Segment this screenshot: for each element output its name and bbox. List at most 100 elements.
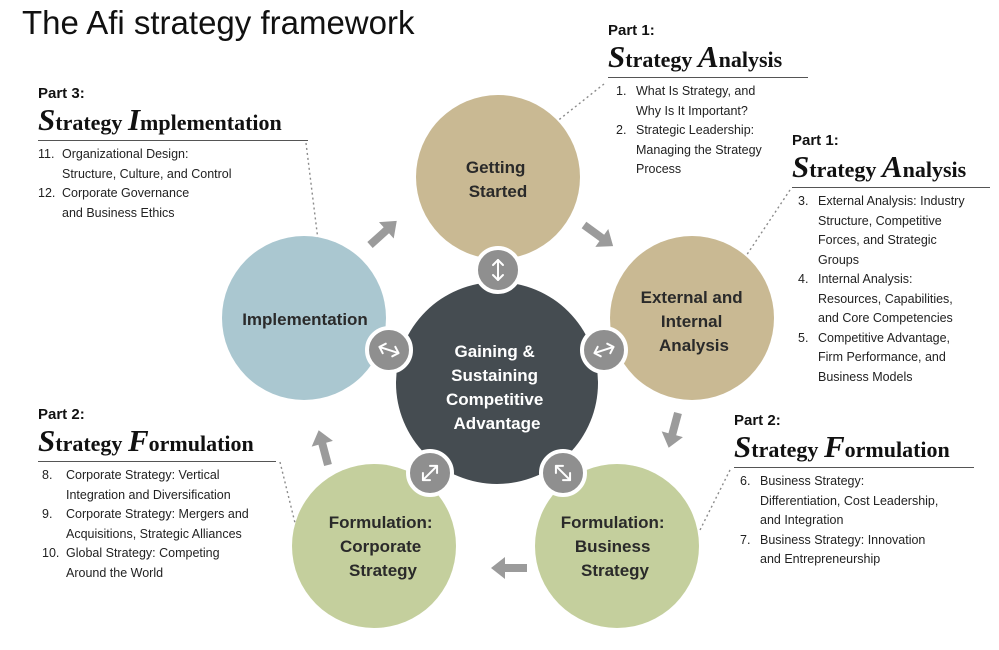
list-item: 2.Strategic Leadership:Managing the Stra… (616, 121, 823, 180)
connector-badges (365, 246, 628, 497)
list-item: 7. Business Strategy: Innovation and Entre… (740, 531, 984, 570)
label-line: Started (469, 182, 528, 201)
item-text: Corporate Strategy: Vertical (66, 468, 220, 482)
list-item: 6.Business Strategy:Differentiation, Cos… (740, 472, 984, 531)
heading-text: trategy (809, 157, 882, 182)
chapter-list: 11.Organizational Design:Structure, Cult… (38, 145, 313, 223)
cycle-arrow-implementation-to-getting-started (367, 220, 397, 248)
item-text: Groups (818, 252, 859, 267)
heading-initial: S (38, 102, 56, 137)
heading-initial: S (38, 423, 56, 458)
list-item: 5. Competitive Advantage, Firm Performance… (798, 329, 996, 388)
item-number: 9. (42, 507, 53, 521)
item-number: 12. (38, 186, 56, 200)
item-text: Corporate Governance (62, 186, 190, 200)
heading-text: nalysis (718, 47, 783, 72)
item-text: Firm Performance, and (818, 350, 946, 364)
heading-initial: F (127, 423, 149, 458)
item-number: 6. (740, 474, 751, 488)
panel-part1-top: Part 1: Strategy Analysis 1.What Is Stra… (608, 22, 823, 180)
badge-formulation-business (539, 449, 587, 497)
label-external-internal: External and Internal Analysis (641, 288, 748, 355)
label-formulation-corporate: Formulation: Corporate Strategy (329, 513, 438, 580)
cycle-arrow-getting-started-to-external (581, 221, 614, 247)
chapter-list: 6.Business Strategy:Differentiation, Cos… (740, 472, 984, 570)
heading-initial: S (792, 149, 810, 184)
item-text: and Core Competencies (818, 311, 953, 325)
center-label-line: Sustaining (451, 366, 538, 385)
heading-text: trategy (55, 431, 128, 456)
outer-circles (222, 95, 774, 628)
panel-part2-right: Part 2: Strategy Formulation 6.Business … (734, 412, 984, 570)
circle-getting-started (416, 95, 580, 259)
item-text: Business Models (818, 369, 913, 384)
center-label-line: Gaining & (454, 342, 534, 361)
heading-text: trategy (751, 437, 824, 462)
label-line: Business (575, 537, 651, 556)
part-label: Part 2: (38, 406, 85, 423)
badge-formulation-corporate (406, 449, 454, 497)
heading-text: nalysis (902, 157, 967, 182)
item-text: Acquisitions, Strategic Alliances (66, 526, 242, 541)
connector-line-part2-corporate (279, 461, 297, 528)
item-text: Around the World (66, 565, 164, 580)
heading-text: trategy (55, 110, 128, 135)
item-number: 5. (798, 330, 809, 345)
part-label: Part 3: (38, 85, 85, 102)
section-heading: Strategy Analysis (792, 149, 990, 188)
heading-initial: A (881, 149, 903, 184)
heading-initial: I (127, 102, 141, 137)
item-text: Internal Analysis: (818, 272, 913, 286)
section-heading: Strategy Formulation (38, 423, 276, 462)
item-number: 2. (616, 123, 627, 137)
connector-line-part2-business (699, 469, 731, 531)
item-text: Integration and Diversification (66, 487, 231, 502)
label-line: Strategy (581, 561, 650, 580)
heading-initial: A (697, 39, 719, 74)
item-text: and Integration (760, 513, 844, 527)
item-text: Resources, Capabilities, (818, 291, 953, 306)
heading-text: mplementation (140, 110, 282, 135)
label-getting-started: Getting Started (466, 158, 530, 201)
connector-line-part3-implementation (305, 142, 319, 241)
center-label-line: Advantage (454, 414, 541, 433)
badge-implementation (365, 326, 413, 374)
circle-external-internal (610, 236, 774, 400)
section-heading: Strategy Formulation (734, 429, 974, 468)
heading-text: trategy (625, 47, 698, 72)
center-label: Gaining & Sustaining Competitive Advanta… (446, 342, 548, 433)
part-label: Part 2: (734, 412, 781, 429)
label-line: Internal (661, 312, 722, 331)
heading-initial: F (823, 429, 845, 464)
circle-formulation-business (535, 464, 699, 628)
badge-getting-started (474, 246, 522, 294)
label-formulation-business: Formulation: Business Strategy (561, 513, 670, 580)
label-line: External and (641, 288, 743, 307)
item-text: Managing the Strategy (636, 142, 762, 157)
item-text: Business Strategy: Innovation (760, 532, 926, 547)
item-text: Organizational Design: (62, 147, 189, 161)
panel-part3-left: Part 3: Strategy Implementation 11. Organ… (38, 85, 313, 223)
list-item: 11.Organizational Design:Structure, Cult… (38, 145, 313, 184)
item-number: 8. (42, 468, 53, 482)
item-text: Global Strategy: Competing (66, 546, 220, 560)
cycle-arrow-business-to-corporate (491, 557, 527, 579)
label-line: Formulation: (329, 513, 433, 532)
item-number: 10. (42, 546, 60, 560)
item-text: Competitive Advantage, (818, 330, 951, 345)
double-arrow-horizontal-icon (593, 342, 615, 358)
label-line: Strategy (349, 561, 418, 580)
connector-line-part1-external-internal (741, 189, 791, 263)
item-number: 11. (38, 147, 55, 161)
item-number: 7. (740, 532, 751, 547)
part-label: Part 1: (608, 22, 655, 39)
item-text: Forces, and Strategic (818, 233, 937, 247)
double-arrow-vertical-icon (492, 259, 504, 281)
item-text: and Entrepreneurship (760, 552, 881, 566)
label-line: Getting (466, 158, 526, 177)
